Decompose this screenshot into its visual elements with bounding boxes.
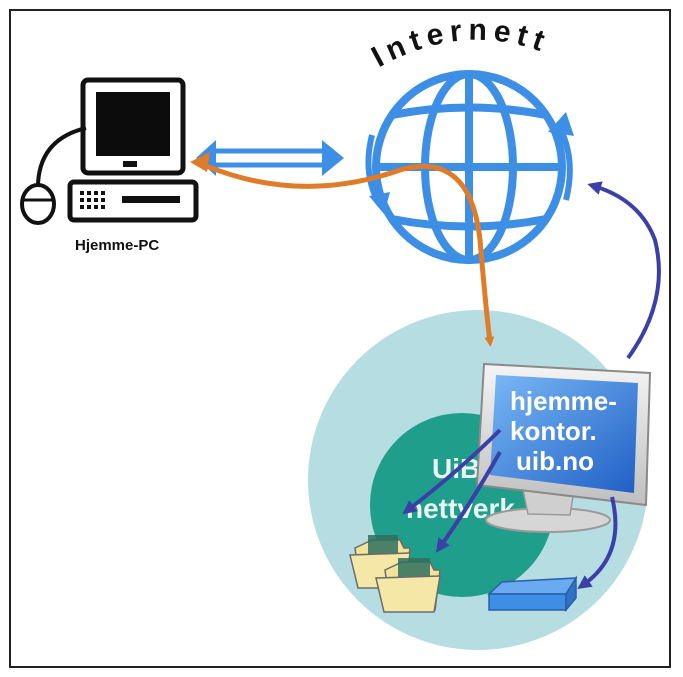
- server-monitor: hjemme- kontor. uib.no: [475, 362, 652, 533]
- internet-label: Internett: [366, 14, 554, 74]
- server-screen-line-1: hjemme-: [510, 386, 617, 416]
- navy-arrow-to-internet: [587, 181, 661, 360]
- folder-icon: [375, 558, 441, 613]
- home-pc-label: Hjemme-PC: [75, 237, 159, 254]
- orange-connection-arrow: [203, 162, 495, 347]
- network-device-icon: [487, 575, 578, 613]
- home-pc-icon: [20, 77, 199, 225]
- server-screen-line-2: kontor.: [510, 416, 597, 446]
- server-screen: [490, 375, 638, 493]
- navy-arrow-to-device: [577, 496, 618, 590]
- navy-arrow-to-folder-2: [435, 451, 502, 553]
- navy-arrow-to-folder-1: [402, 428, 502, 515]
- server-screen-line-3: uib.no: [516, 446, 594, 476]
